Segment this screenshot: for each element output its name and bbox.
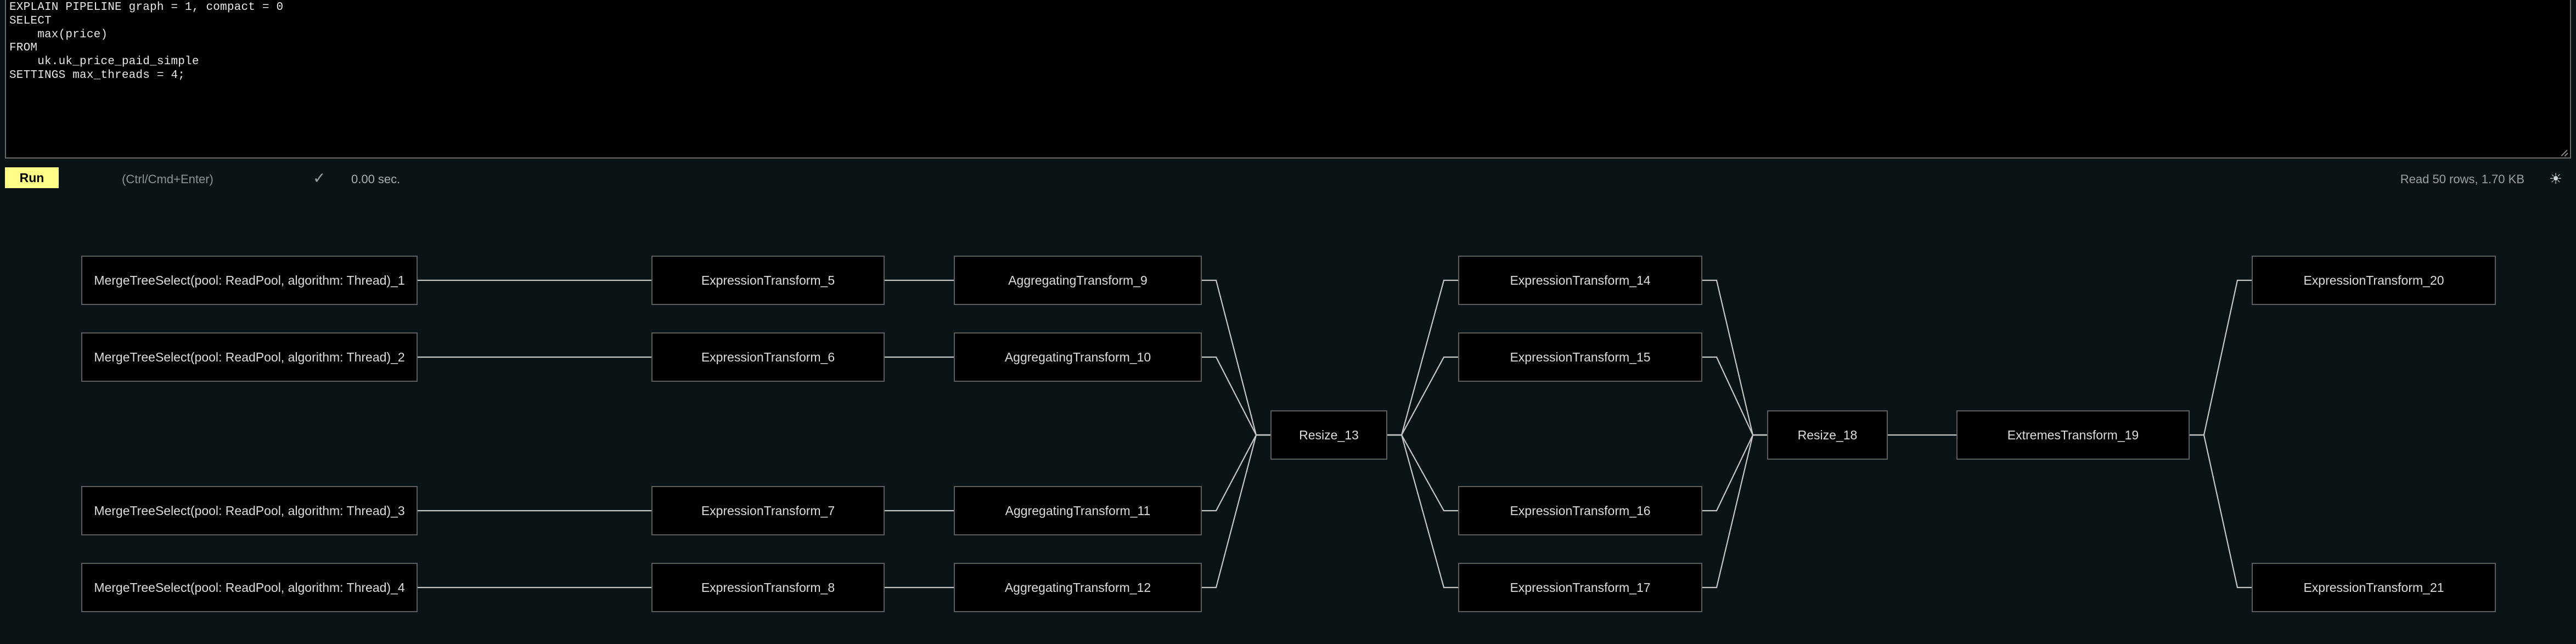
graph-edge	[1702, 356, 1767, 436]
graph-node-label: AggregatingTransform_10	[1004, 349, 1151, 364]
graph-node-extremestransform-19[interactable]: ExtremesTransform_19	[1956, 410, 2190, 460]
graph-node-expressiontransform-7[interactable]: ExpressionTransform_7	[651, 486, 885, 535]
graph-node-label: ExpressionTransform_5	[701, 273, 835, 287]
graph-edge	[1202, 434, 1270, 512]
graph-node-mergetreeselect-pool-readpool-algorithm-thread-3[interactable]: MergeTreeSelect(pool: ReadPool, algorith…	[81, 486, 418, 535]
graph-node-label: ExpressionTransform_17	[1510, 580, 1651, 595]
sql-editor-textarea[interactable]	[9, 1, 2561, 155]
graph-node-label: Resize_13	[1299, 427, 1359, 442]
graph-node-label: ExpressionTransform_14	[1510, 273, 1651, 287]
editor-resize-handle[interactable]	[2559, 146, 2569, 156]
graph-node-aggregatingtransform-9[interactable]: AggregatingTransform_9	[954, 256, 1202, 305]
run-button[interactable]: Run	[5, 167, 59, 188]
graph-node-label: AggregatingTransform_12	[1004, 580, 1151, 595]
graph-node-label: ExpressionTransform_16	[1510, 503, 1651, 518]
graph-edge	[1387, 434, 1458, 512]
graph-node-label: ExpressionTransform_8	[701, 580, 835, 595]
graph-edge	[1387, 434, 1458, 589]
graph-node-label: MergeTreeSelect(pool: ReadPool, algorith…	[94, 503, 405, 518]
graph-node-expressiontransform-21[interactable]: ExpressionTransform_21	[2252, 563, 2496, 612]
graph-node-mergetreeselect-pool-readpool-algorithm-thread-4[interactable]: MergeTreeSelect(pool: ReadPool, algorith…	[81, 563, 418, 612]
graph-node-expressiontransform-16[interactable]: ExpressionTransform_16	[1458, 486, 1702, 535]
graph-edge	[1387, 356, 1458, 436]
graph-edge	[1702, 434, 1767, 512]
success-check-icon: ✓	[313, 170, 326, 187]
graph-node-expressiontransform-5[interactable]: ExpressionTransform_5	[651, 256, 885, 305]
graph-node-mergetreeselect-pool-readpool-algorithm-thread-2[interactable]: MergeTreeSelect(pool: ReadPool, algorith…	[81, 332, 418, 382]
graph-node-expressiontransform-14[interactable]: ExpressionTransform_14	[1458, 256, 1702, 305]
graph-node-resize-18[interactable]: Resize_18	[1767, 410, 1888, 460]
graph-node-resize-13[interactable]: Resize_13	[1270, 410, 1387, 460]
graph-node-expressiontransform-17[interactable]: ExpressionTransform_17	[1458, 563, 1702, 612]
graph-node-aggregatingtransform-12[interactable]: AggregatingTransform_12	[954, 563, 1202, 612]
sql-editor-panel[interactable]	[5, 0, 2571, 159]
graph-node-aggregatingtransform-11[interactable]: AggregatingTransform_11	[954, 486, 1202, 535]
graph-node-aggregatingtransform-10[interactable]: AggregatingTransform_10	[954, 332, 1202, 382]
graph-edge	[1202, 434, 1270, 589]
graph-edge	[1202, 356, 1270, 436]
pipeline-graph: MergeTreeSelect(pool: ReadPool, algorith…	[0, 193, 2576, 644]
graph-node-label: ExpressionTransform_7	[701, 503, 835, 518]
graph-node-expressiontransform-15[interactable]: ExpressionTransform_15	[1458, 332, 1702, 382]
graph-edge	[1702, 434, 1767, 589]
graph-node-expressiontransform-8[interactable]: ExpressionTransform_8	[651, 563, 885, 612]
graph-edge-layer	[418, 279, 2252, 589]
sun-icon[interactable]: ☀	[2549, 171, 2563, 187]
graph-node-label: ExpressionTransform_21	[2303, 580, 2444, 595]
graph-node-label: Resize_18	[1797, 427, 1858, 442]
graph-node-label: AggregatingTransform_9	[1008, 273, 1148, 287]
graph-node-label: MergeTreeSelect(pool: ReadPool, algorith…	[94, 580, 405, 595]
graph-edge	[2190, 279, 2252, 436]
graph-node-expressiontransform-6[interactable]: ExpressionTransform_6	[651, 332, 885, 382]
graph-node-label: ExpressionTransform_6	[701, 349, 835, 364]
graph-node-label: MergeTreeSelect(pool: ReadPool, algorith…	[94, 273, 405, 287]
keyboard-shortcut-hint: (Ctrl/Cmd+Enter)	[122, 172, 213, 186]
query-toolbar: Run (Ctrl/Cmd+Enter) ✓ 0.00 sec. Read 50…	[0, 162, 2576, 193]
graph-node-mergetreeselect-pool-readpool-algorithm-thread-1[interactable]: MergeTreeSelect(pool: ReadPool, algorith…	[81, 256, 418, 305]
graph-node-label: ExpressionTransform_15	[1510, 349, 1651, 364]
read-stats-label: Read 50 rows, 1.70 KB	[2400, 172, 2524, 186]
graph-edge	[2190, 434, 2252, 589]
graph-node-label: AggregatingTransform_11	[1005, 503, 1151, 518]
graph-node-label: ExtremesTransform_19	[2007, 427, 2139, 442]
elapsed-time-label: 0.00 sec.	[351, 172, 401, 186]
graph-node-expressiontransform-20[interactable]: ExpressionTransform_20	[2252, 256, 2496, 305]
graph-node-label: MergeTreeSelect(pool: ReadPool, algorith…	[94, 349, 405, 364]
graph-node-label: ExpressionTransform_20	[2303, 273, 2444, 287]
